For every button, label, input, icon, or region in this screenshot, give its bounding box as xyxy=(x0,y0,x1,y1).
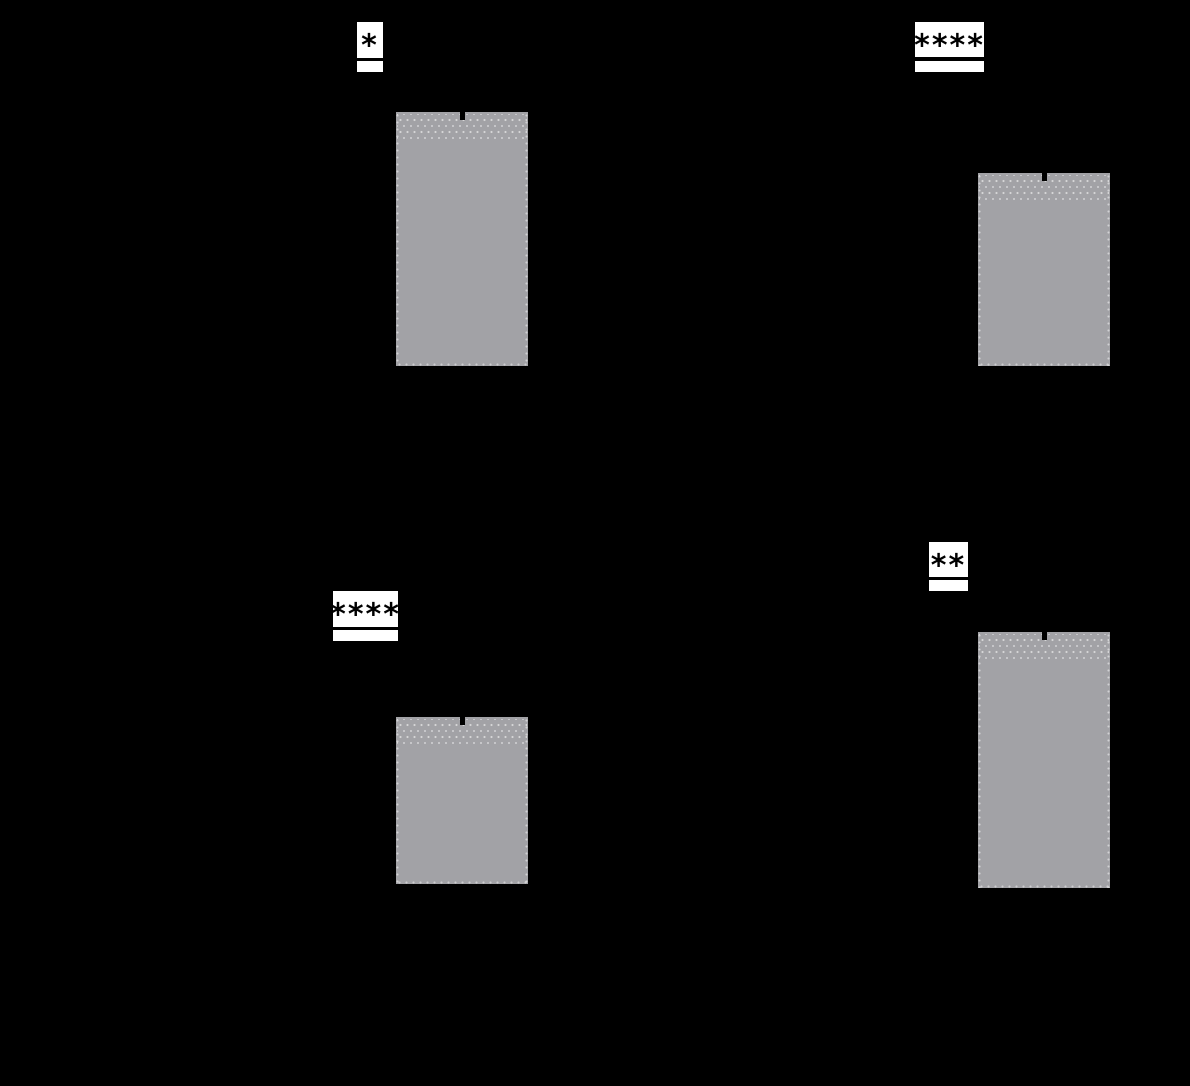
error-bar-tick xyxy=(1041,173,1047,181)
significance-box: * xyxy=(357,22,383,58)
treatment-bar xyxy=(396,717,528,884)
treatment-bar xyxy=(396,112,528,366)
significance-label: * xyxy=(361,28,379,58)
error-bar-tick xyxy=(1041,632,1047,640)
error-bar-tick xyxy=(459,112,465,120)
significance-box: **** xyxy=(333,591,398,627)
significance-line xyxy=(333,630,398,641)
significance-label: **** xyxy=(915,28,984,57)
significance-box: ** xyxy=(929,542,968,577)
significance-line xyxy=(929,580,968,591)
significance-label: ** xyxy=(930,548,967,577)
treatment-bar xyxy=(978,173,1110,366)
significance-box: **** xyxy=(915,22,984,57)
error-bar-tick xyxy=(459,717,465,725)
treatment-bar xyxy=(978,632,1110,888)
significance-line xyxy=(915,61,984,72)
significance-label: **** xyxy=(333,597,398,627)
significance-line xyxy=(357,61,383,72)
